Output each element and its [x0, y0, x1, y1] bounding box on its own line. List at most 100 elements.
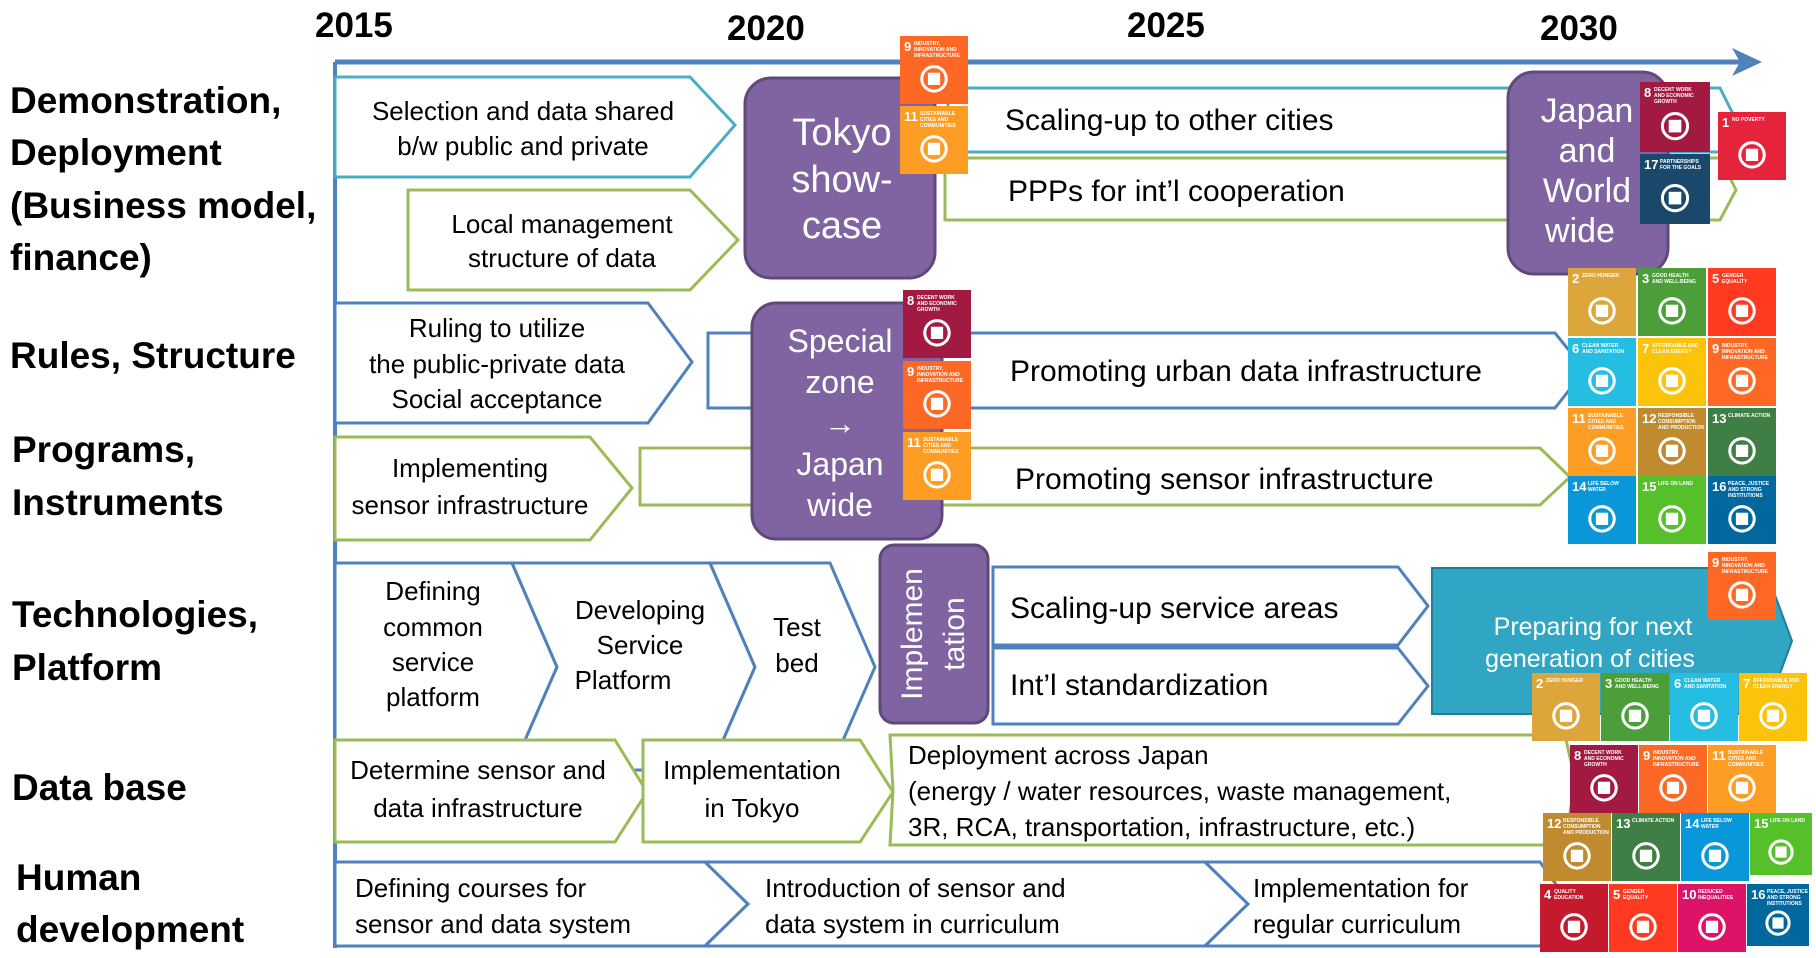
svg-text:AFFORDABLE AND: AFFORDABLE AND [1652, 343, 1699, 349]
svg-text:LIFE ON LAND: LIFE ON LAND [1770, 818, 1805, 824]
svg-text:AND PRODUCTION: AND PRODUCTION [1563, 830, 1609, 836]
svg-text:WATER: WATER [1701, 824, 1719, 830]
svg-text:ZERO HUNGER: ZERO HUNGER [1582, 273, 1619, 279]
svg-text:sensor and data system: sensor and data system [355, 909, 631, 939]
svg-text:service: service [392, 647, 474, 677]
svg-text:5: 5 [1613, 887, 1620, 902]
svg-text:platform: platform [386, 682, 480, 712]
svg-text:1: 1 [1722, 115, 1729, 130]
row-label-human: Human development [16, 857, 244, 950]
svg-text:INNOVATION AND: INNOVATION AND [914, 47, 957, 53]
svg-text:INFRASTRUCTURE: INFRASTRUCTURE [1722, 569, 1769, 575]
svg-text:Scaling-up service areas: Scaling-up service areas [1010, 592, 1339, 625]
svg-text:AND SANITATION: AND SANITATION [1582, 349, 1624, 355]
svg-text:INSTITUTIONS: INSTITUTIONS [1767, 901, 1802, 907]
svg-text:WATER: WATER [1588, 487, 1606, 493]
svg-text:Defining courses for: Defining courses for [355, 873, 587, 903]
svg-text:13: 13 [1712, 411, 1726, 426]
arrow-selection: Selection and data shared b/w public and… [333, 75, 738, 179]
svg-text:2: 2 [1536, 676, 1543, 691]
svg-text:INDUSTRY,: INDUSTRY, [1653, 750, 1680, 756]
svg-text:and: and [1559, 132, 1616, 170]
svg-text:COMMUNITIES: COMMUNITIES [1728, 762, 1764, 768]
svg-text:PEACE, JUSTICE: PEACE, JUSTICE [1728, 481, 1770, 487]
svg-text:AND STRONG: AND STRONG [1767, 895, 1801, 901]
arrow-impl-tokyo: Implementation in Tokyo [641, 738, 895, 844]
svg-text:12: 12 [1547, 816, 1561, 831]
svg-text:9: 9 [904, 39, 911, 54]
arrow-scaling-service: Scaling-up service areas [991, 565, 1430, 647]
svg-text:Implementation: Implementation [663, 755, 841, 785]
svg-text:Special: Special [788, 323, 893, 359]
svg-text:CLEAN ENERGY: CLEAN ENERGY [1652, 349, 1692, 355]
svg-text:AND ECONOMIC: AND ECONOMIC [1584, 756, 1624, 762]
svg-text:3R, RCA, transportation, infra: 3R, RCA, transportation, infrastructure,… [908, 812, 1415, 842]
svg-text:development: development [16, 909, 244, 950]
row-label-programs: Programs, Instruments [12, 429, 224, 523]
svg-text:INFRASTRUCTURE: INFRASTRUCTURE [917, 378, 964, 384]
svg-text:PEACE, JUSTICE: PEACE, JUSTICE [1767, 889, 1809, 895]
svg-text:14: 14 [1685, 816, 1700, 831]
svg-text:Promoting urban data infrastru: Promoting urban data infrastructure [1010, 355, 1482, 388]
svg-text:structure of data: structure of data [468, 243, 656, 273]
svg-text:INNOVATION AND: INNOVATION AND [1722, 349, 1765, 355]
svg-text:Introduction of sensor and: Introduction of sensor and [765, 873, 1066, 903]
svg-text:11: 11 [1712, 748, 1726, 763]
svg-text:show-: show- [791, 159, 892, 201]
svg-text:Demonstration,: Demonstration, [10, 80, 281, 121]
svg-text:REDUCED: REDUCED [1698, 889, 1723, 895]
svg-text:DECENT WORK: DECENT WORK [1584, 750, 1622, 756]
svg-text:→: → [824, 405, 856, 441]
svg-text:tation: tation [938, 597, 971, 670]
svg-text:CONSUMPTION: CONSUMPTION [1563, 824, 1601, 830]
svg-text:15: 15 [1754, 816, 1768, 831]
svg-text:RESPONSIBLE: RESPONSIBLE [1563, 818, 1600, 824]
svg-text:9: 9 [1712, 341, 1719, 356]
svg-text:4: 4 [1544, 887, 1552, 902]
svg-text:AND PRODUCTION: AND PRODUCTION [1658, 425, 1704, 431]
row-label-database: Data base [12, 767, 187, 808]
svg-text:Japan: Japan [1541, 92, 1634, 130]
svg-text:LIFE BELOW: LIFE BELOW [1701, 818, 1732, 824]
svg-text:8: 8 [1574, 748, 1581, 763]
year-label: 2025 [1127, 6, 1205, 45]
svg-text:INDUSTRY,: INDUSTRY, [1722, 557, 1749, 563]
chevron-developing: Developing Service Platform [509, 561, 757, 772]
svg-text:16: 16 [1712, 479, 1726, 494]
svg-text:COMMUNITIES: COMMUNITIES [923, 449, 959, 455]
svg-text:AND ECONOMIC: AND ECONOMIC [917, 301, 957, 307]
svg-text:14: 14 [1572, 479, 1587, 494]
svg-text:common: common [383, 612, 483, 642]
svg-text:17: 17 [1644, 157, 1658, 172]
svg-text:Deployment: Deployment [10, 132, 222, 173]
arrow-intl-standardization: Int’l standardization [991, 646, 1430, 726]
svg-text:7: 7 [1642, 341, 1649, 356]
svg-text:LIFE ON LAND: LIFE ON LAND [1658, 481, 1693, 487]
svg-text:13: 13 [1616, 816, 1630, 831]
chevron-regular: Implementation for regular curriculum [1201, 860, 1572, 948]
svg-text:Platform: Platform [12, 647, 162, 688]
svg-text:Service: Service [597, 630, 684, 660]
svg-text:12: 12 [1642, 411, 1656, 426]
svg-text:sensor infrastructure: sensor infrastructure [352, 490, 589, 520]
svg-text:in Tokyo: in Tokyo [705, 793, 800, 823]
svg-text:Technologies,: Technologies, [12, 594, 258, 635]
svg-text:NO POVERTY: NO POVERTY [1732, 117, 1765, 123]
svg-text:Deployment across Japan: Deployment across Japan [908, 740, 1209, 770]
